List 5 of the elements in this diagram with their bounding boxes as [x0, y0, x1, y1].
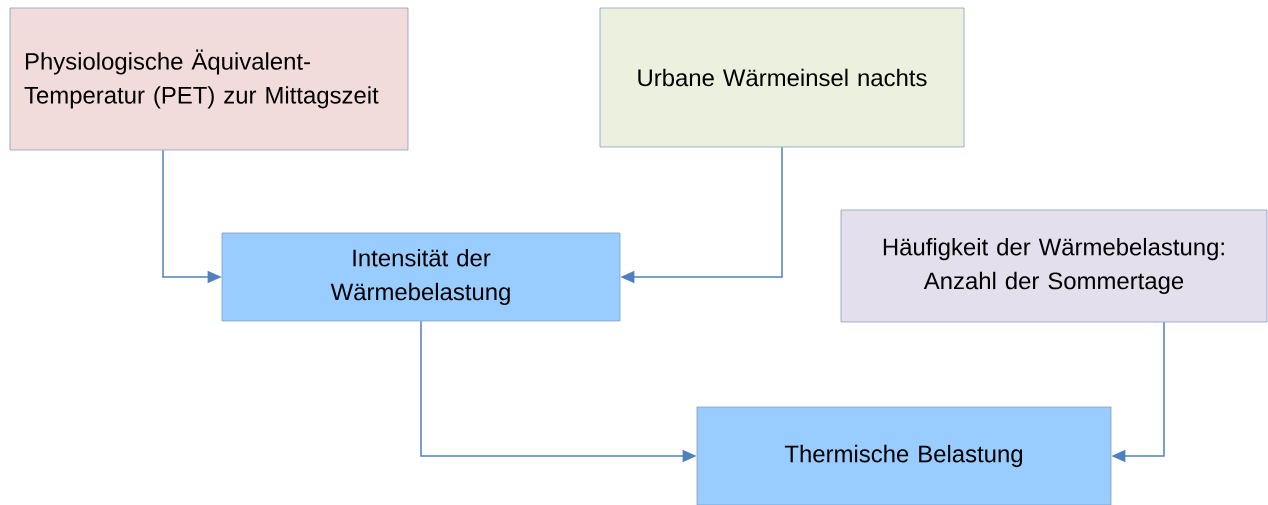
process-box: Physiologische Äquivalent-Temperatur (PET) zur Mittagszeit [9, 7, 409, 151]
process-box: Thermische Belastung [696, 406, 1112, 505]
process-box: Häufigkeit der Wärmebelastung: Anzahl der Sommertage [840, 209, 1268, 323]
process-box: Intensität der Wärmebelastung [221, 232, 621, 322]
process-box: Urbane Wärmeinsel nachts [599, 7, 965, 148]
